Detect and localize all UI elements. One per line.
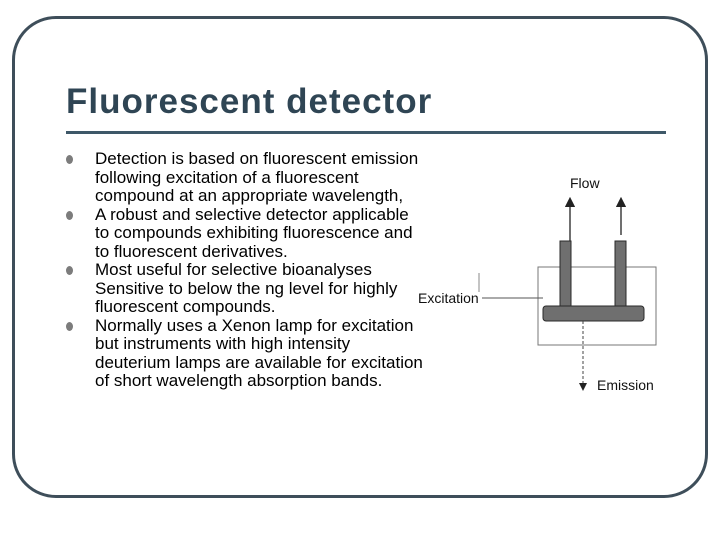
- bullet-text: Most useful for selective bioanalyses Se…: [95, 260, 398, 316]
- emission-label: Emission: [597, 377, 654, 393]
- bullet-item: Normally uses a Xenon lamp for excitatio…: [66, 315, 426, 391]
- slide-title: Fluorescent detector: [66, 82, 433, 121]
- flow-label: Flow: [570, 175, 600, 191]
- bullet-item: Detection is based on fluorescent emissi…: [66, 149, 426, 206]
- bullet-item: Most useful for selective bioanalyses Se…: [66, 260, 426, 317]
- bullet-text: A robust and selective detector applicab…: [95, 204, 413, 261]
- excitation-label: Excitation: [418, 290, 479, 306]
- slide-frame: [12, 16, 708, 498]
- bullet-dot-icon: [66, 155, 73, 164]
- bullet-dot-icon: [66, 266, 73, 275]
- flow-cell-channel: [542, 305, 645, 322]
- title-underline: [66, 131, 666, 134]
- bullet-item: A robust and selective detector applicab…: [66, 204, 426, 262]
- bullet-dot-icon: [66, 321, 73, 331]
- bullet-list: Detection is based on fluorescent emissi…: [66, 149, 426, 391]
- bullet-text: Detection is based on fluorescent emissi…: [95, 149, 419, 205]
- inlet-tube: [559, 240, 572, 314]
- bullet-text: Normally uses a Xenon lamp for excitatio…: [95, 315, 423, 390]
- flow-cell-housing: [537, 266, 657, 346]
- outlet-tube: [614, 240, 627, 314]
- bullet-dot-icon: [66, 210, 73, 220]
- detector-diagram: Flow Excitation Emission: [418, 175, 657, 393]
